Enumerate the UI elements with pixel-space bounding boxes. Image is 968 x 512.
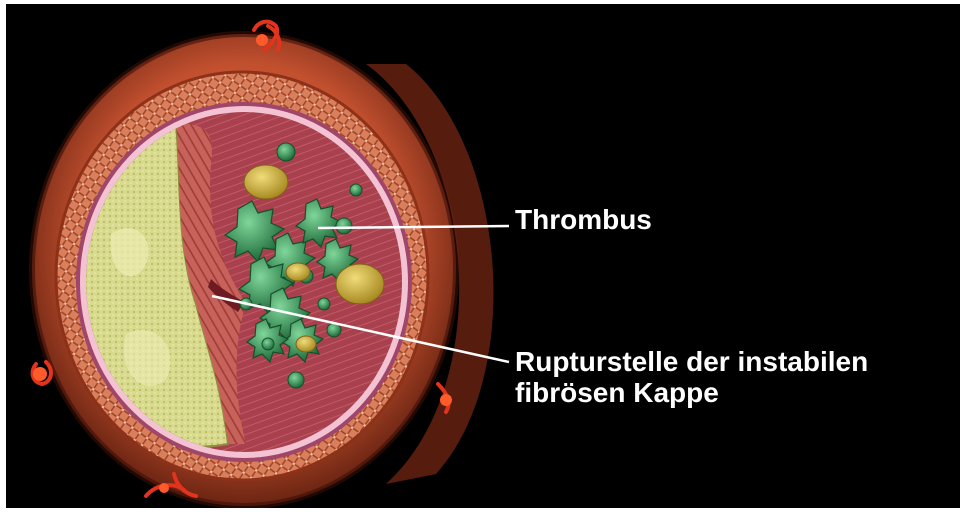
thrombus-label-text: Thrombus bbox=[515, 204, 652, 235]
rupture-label: Rupturstelle der instabilen fibrösen Kap… bbox=[515, 346, 868, 408]
artery-cross-section-illustration bbox=[6, 4, 960, 508]
thrombus-label: Thrombus bbox=[515, 204, 652, 235]
rupture-label-line-1: Rupturstelle der instabilen bbox=[515, 346, 868, 377]
rupture-label-line-2: fibrösen Kappe bbox=[515, 377, 868, 408]
diagram-panel: Thrombus Rupturstelle der instabilen fib… bbox=[6, 4, 960, 508]
